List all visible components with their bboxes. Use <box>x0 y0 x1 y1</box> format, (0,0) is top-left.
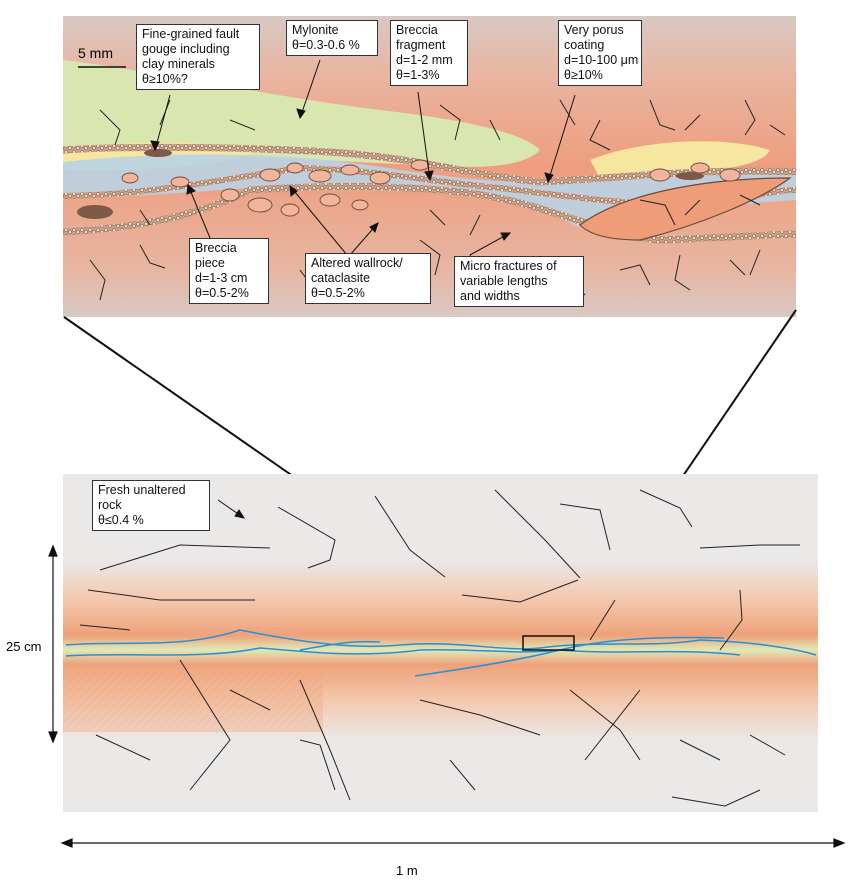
label-breccia-fragment-line-2: fragment <box>396 38 446 52</box>
label-micro-fractures: Micro fractures of variable lengths and … <box>454 256 584 307</box>
label-breccia-fragment-line-1: Breccia <box>396 23 438 37</box>
label-gouge-line-2: gouge including <box>142 42 230 56</box>
label-gouge-line-1: Fine-grained fault <box>142 27 240 41</box>
label-mylonite-line-2: θ=0.3-0.6 % <box>292 38 360 52</box>
scale-bar-label: 5 mm <box>78 45 113 61</box>
fresh-rock-arrow <box>217 499 246 519</box>
vertical-scale-label: 25 cm <box>6 639 41 654</box>
label-breccia-piece-line-4: θ=0.5-2% <box>195 286 249 300</box>
label-gouge-line-4: θ≥10%? <box>142 72 188 86</box>
dark-gouge-patches <box>77 149 704 219</box>
breccia-fragments <box>121 159 741 217</box>
label-mylonite: Mylonite θ=0.3-0.6 % <box>286 20 378 56</box>
rock-fractures <box>79 489 800 807</box>
label-breccia-piece: Breccia piece d=1-3 cm θ=0.5-2% <box>189 238 269 304</box>
label-breccia-fragment-line-4: θ=1-3% <box>396 68 440 82</box>
label-micro-fractures-line-2: variable lengths <box>460 274 548 288</box>
label-fresh-rock: Fresh unaltered rock θ≤0.4 % <box>92 480 210 531</box>
label-porus-coating-line-3: d=10-100 μm <box>564 53 639 67</box>
label-mylonite-line-1: Mylonite <box>292 23 339 37</box>
altered-zone-hatch <box>63 672 323 732</box>
label-breccia-piece-line-1: Breccia <box>195 241 237 255</box>
label-micro-fractures-line-1: Micro fractures of <box>460 259 557 273</box>
label-porus-coating: Very porus coating d=10-100 μm θ≥10% <box>558 20 642 86</box>
label-gouge: Fine-grained fault gouge including clay … <box>136 24 260 90</box>
label-fresh-rock-line-2: rock <box>98 498 122 512</box>
label-altered-wallrock-line-1: Altered wallrock/ <box>311 256 403 270</box>
horizontal-scale-label: 1 m <box>396 863 418 878</box>
label-porus-coating-line-1: Very porus <box>564 23 624 37</box>
bottom-panel: 25 cm 1 m <box>6 474 846 878</box>
horizontal-scale <box>60 838 846 848</box>
label-fresh-rock-line-1: Fresh unaltered <box>98 483 186 497</box>
label-fresh-rock-line-3: θ≤0.4 % <box>98 513 144 527</box>
vertical-scale <box>48 544 58 744</box>
label-porus-coating-line-2: coating <box>564 38 605 52</box>
gouge-patch-right <box>590 141 770 178</box>
gravel-band-lower <box>62 182 797 244</box>
label-breccia-fragment-line-3: d=1-2 mm <box>396 53 453 67</box>
label-arrows-top <box>150 59 576 256</box>
label-altered-wallrock: Altered wallrock/ cataclasite θ=0.5-2% <box>305 253 431 304</box>
label-breccia-piece-line-2: piece <box>195 256 225 270</box>
label-gouge-line-3: clay minerals <box>142 57 215 71</box>
label-porus-coating-line-4: θ≥10% <box>564 68 603 82</box>
label-altered-wallrock-line-2: cataclasite <box>311 271 371 285</box>
label-breccia-piece-line-3: d=1-3 cm <box>195 271 248 285</box>
sample-location-box <box>522 635 575 651</box>
label-breccia-fragment: Breccia fragment d=1-2 mm θ=1-3% <box>390 20 468 86</box>
label-altered-wallrock-line-3: θ=0.5-2% <box>311 286 365 300</box>
label-micro-fractures-line-3: and widths <box>460 289 520 303</box>
breccia-lens <box>579 177 792 241</box>
